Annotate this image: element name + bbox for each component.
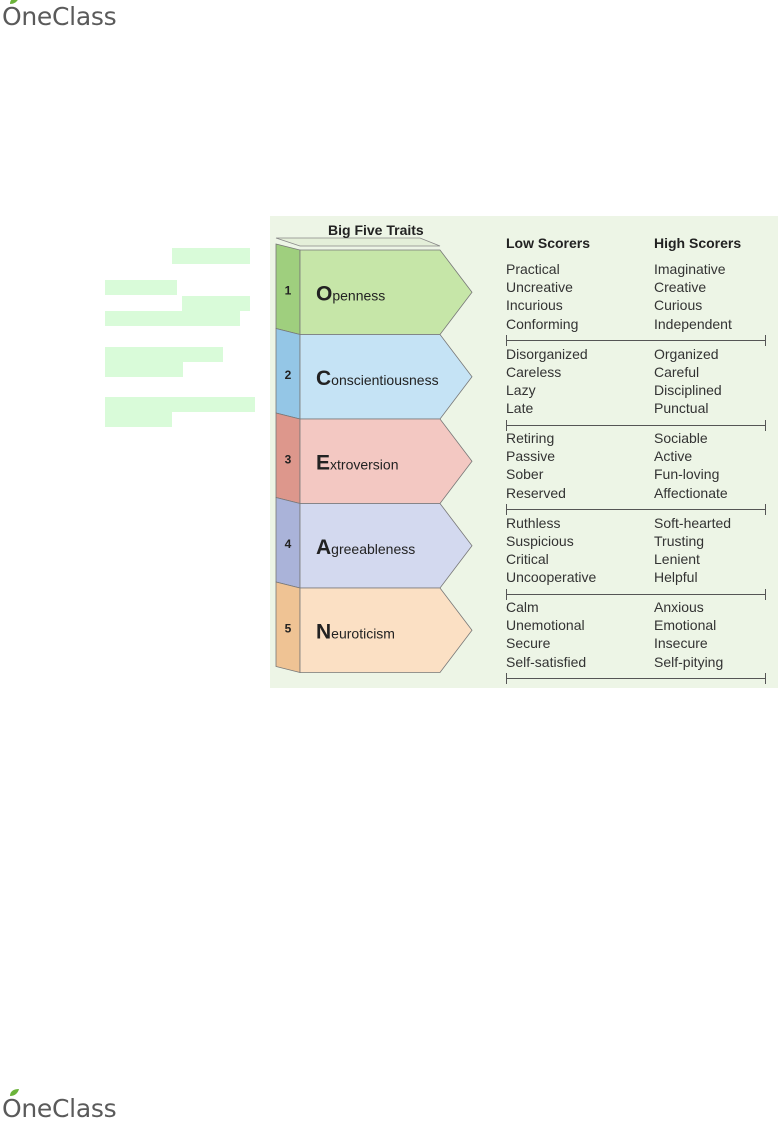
logo-o: O	[2, 1089, 22, 1123]
trait-number: 5	[285, 621, 292, 635]
trait-number: 2	[285, 368, 292, 382]
logo-first-letter: O	[2, 2, 22, 31]
high-scorer-word: Careful	[654, 363, 700, 380]
logo-rest: neClass	[21, 2, 117, 31]
figure-title: Big Five Traits	[328, 222, 424, 238]
low-scorer-word: Ruthless	[506, 514, 561, 531]
low-scorer-word: Passive	[506, 448, 556, 465]
trait-arrows: 1 Openness 2 Conscientiousness 3 Extroversion…	[275, 237, 473, 674]
trait-number: 1	[285, 283, 292, 297]
low-scorer-word: Uncooperative	[506, 569, 597, 586]
low-scorer-word: Late	[506, 400, 534, 417]
high-scorer-word: Insecure	[654, 635, 708, 652]
trait-arrow-xtroversion	[299, 418, 473, 504]
logo-o: O	[2, 0, 22, 31]
highlight-block	[105, 347, 223, 362]
brand-logo-bottom: O neClass	[2, 1089, 117, 1123]
high-scorer-word: Trusting	[654, 532, 705, 549]
top-bevel	[275, 237, 441, 247]
high-scorer-word: Emotional	[654, 617, 717, 634]
score-scale-line	[506, 504, 766, 515]
high-scorer-word: Punctual	[654, 400, 709, 417]
trait-label: Agreeableness	[316, 536, 415, 559]
low-scorer-word: Careless	[506, 363, 562, 380]
high-scorer-word: Fun-loving	[654, 466, 720, 483]
leaf-icon	[10, 1089, 19, 1096]
high-scorer-word: Lenient	[654, 550, 700, 567]
high-scorer-word: Affectionate	[654, 484, 728, 501]
low-scorer-word: Conforming	[506, 315, 579, 332]
highlight-block	[105, 412, 172, 427]
trait-arrow-greeableness	[299, 503, 473, 589]
high-scorer-word: Organized	[654, 345, 719, 362]
score-scale-line	[506, 588, 766, 600]
highlight-block	[105, 311, 240, 326]
trait-label: Extroversion	[316, 451, 398, 474]
high-scorer-word: Sociable	[654, 430, 708, 446]
high-scorer-word: Helpful	[654, 569, 698, 586]
low-scorer-word: Disorganized	[506, 345, 588, 362]
high-scorer-word: Anxious	[654, 599, 704, 615]
low-scorer-word: Secure	[506, 635, 551, 652]
low-scorers-header: Low Scorers	[506, 235, 591, 251]
trait-arrow-penness	[299, 249, 473, 335]
low-scorer-word: Lazy	[506, 381, 536, 398]
score-scale-line	[506, 419, 766, 431]
leaf-icon	[10, 0, 18, 4]
high-scorer-word: Active	[654, 448, 693, 465]
score-scale-line	[506, 673, 766, 684]
highlight-block	[105, 280, 177, 295]
low-scorer-word: Retiring	[506, 430, 555, 446]
trait-label: Conscientiousness	[316, 367, 439, 390]
low-scorer-word: Incurious	[506, 297, 563, 314]
trait-arrow-euroticism	[299, 587, 473, 673]
low-scorer-word: Suspicious	[506, 532, 574, 549]
high-scorer-word: Imaginative	[654, 261, 726, 277]
big-five-figure: 1 Openness 2 Conscientiousness 3 Extroversion…	[270, 216, 778, 688]
low-scorer-word: Practical	[506, 261, 560, 277]
trait-arrow-onscientiousness	[299, 334, 473, 420]
highlight-block	[105, 397, 255, 412]
low-scorer-word: Calm	[506, 599, 539, 615]
high-scorer-word: Curious	[654, 297, 703, 314]
high-scorer-word: Disciplined	[654, 381, 722, 398]
low-scorer-word: Unemotional	[506, 617, 585, 634]
trait-number: 3	[285, 452, 292, 466]
highlight-block	[172, 248, 250, 264]
low-scorer-word: Critical	[506, 550, 549, 567]
high-scorers-header: High Scorers	[654, 235, 742, 251]
brand-logo-top: O neClass	[2, 0, 117, 31]
high-scorer-word: Soft-hearted	[654, 514, 732, 531]
low-scorer-word: Uncreative	[506, 279, 573, 296]
low-scorer-word: Reserved	[506, 484, 566, 501]
score-scale-line	[506, 335, 766, 346]
high-scorer-word: Creative	[654, 279, 707, 296]
highlight-block	[105, 362, 183, 377]
low-scorer-word: Self-satisfied	[506, 653, 587, 670]
logo-rest: neClass	[21, 1094, 117, 1123]
low-scorer-word: Sober	[506, 466, 544, 483]
trait-label: Openness	[316, 282, 385, 305]
trait-number: 4	[285, 537, 292, 551]
high-scorer-word: Independent	[654, 315, 732, 332]
trait-label: Neuroticism	[316, 620, 395, 643]
highlight-block	[182, 296, 250, 311]
high-scorer-word: Self-pitying	[654, 653, 724, 670]
logo-first-letter: O	[2, 1094, 22, 1123]
